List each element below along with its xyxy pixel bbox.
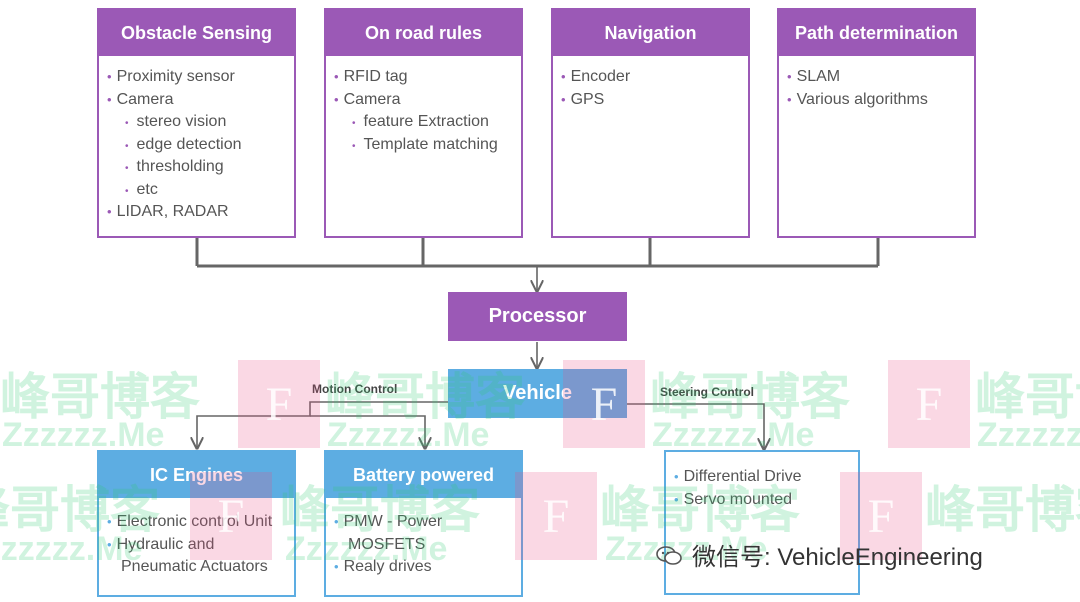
box-title: Obstacle Sensing <box>99 10 294 56</box>
list-item: •Electronic control Unit <box>107 513 273 530</box>
steering-control-label: Steering Control <box>660 385 755 399</box>
box-items: •RFID tag •Camera •feature Extraction •T… <box>326 56 521 156</box>
list-item: •thresholding <box>125 158 224 175</box>
box-items: •Proximity sensor •Camera •stereo vision… <box>99 56 294 224</box>
list-item: •feature Extraction <box>352 113 489 130</box>
list-item: •Template matching <box>352 135 498 153</box>
box-title: Navigation <box>553 10 748 56</box>
box-items: •Differential Drive •Servo mounted <box>666 452 858 511</box>
processor-node: Processor <box>448 292 627 341</box>
list-item: •edge detection <box>125 135 242 153</box>
list-item: •Differential Drive <box>674 468 802 485</box>
wechat-text: 微信号: VehicleEngineering <box>692 544 983 571</box>
box-items: •Encoder •GPS <box>553 56 748 111</box>
box-title: IC Engines <box>99 452 294 498</box>
box-items: •SLAM •Various algorithms <box>779 56 974 111</box>
box-items: •Electronic control Unit •Hydraulic and … <box>99 498 294 579</box>
list-item: •LIDAR, RADAR <box>107 203 229 220</box>
list-item: •Servo mounted <box>674 490 793 508</box>
list-item: •stereo vision <box>125 113 227 130</box>
on-road-rules-box: On road rules •RFID tag •Camera •feature… <box>324 8 523 238</box>
list-item: •Hydraulic and <box>107 535 215 553</box>
path-determination-box: Path determination •SLAM •Various algori… <box>777 8 976 238</box>
box-title: Path determination <box>779 10 974 56</box>
list-item: •GPS <box>561 90 605 108</box>
wechat-label: 微信号: VehicleEngineering <box>656 537 983 572</box>
motion-control-label: Motion Control <box>312 382 398 396</box>
box-items: •PMW - Power MOSFETS •Realy drives <box>326 498 521 579</box>
list-item: MOSFETS <box>348 535 426 553</box>
list-item: •PMW - Power <box>334 513 443 530</box>
battery-powered-box: Battery powered •PMW - Power MOSFETS •Re… <box>324 450 523 597</box>
ic-engines-box: IC Engines •Electronic control Unit •Hyd… <box>97 450 296 597</box>
box-title: Battery powered <box>326 452 521 498</box>
list-item: •Camera <box>107 90 174 108</box>
list-item: •Camera <box>334 90 401 108</box>
list-item: •etc <box>125 180 158 198</box>
obstacle-sensing-box: Obstacle Sensing •Proximity sensor •Came… <box>97 8 296 238</box>
list-item: •Proximity sensor <box>107 68 235 85</box>
vehicle-node: Vehicle <box>448 369 627 418</box>
list-item: •Various algorithms <box>787 90 928 108</box>
list-item: •Encoder <box>561 68 631 85</box>
list-item: Pneumatic Actuators <box>121 558 268 575</box>
navigation-box: Navigation •Encoder •GPS <box>551 8 750 238</box>
list-item: •Realy drives <box>334 558 432 575</box>
box-title: On road rules <box>326 10 521 56</box>
list-item: •RFID tag <box>334 68 408 85</box>
steering-box: •Differential Drive •Servo mounted <box>664 450 860 595</box>
list-item: •SLAM <box>787 68 841 85</box>
wechat-icon <box>656 545 682 565</box>
